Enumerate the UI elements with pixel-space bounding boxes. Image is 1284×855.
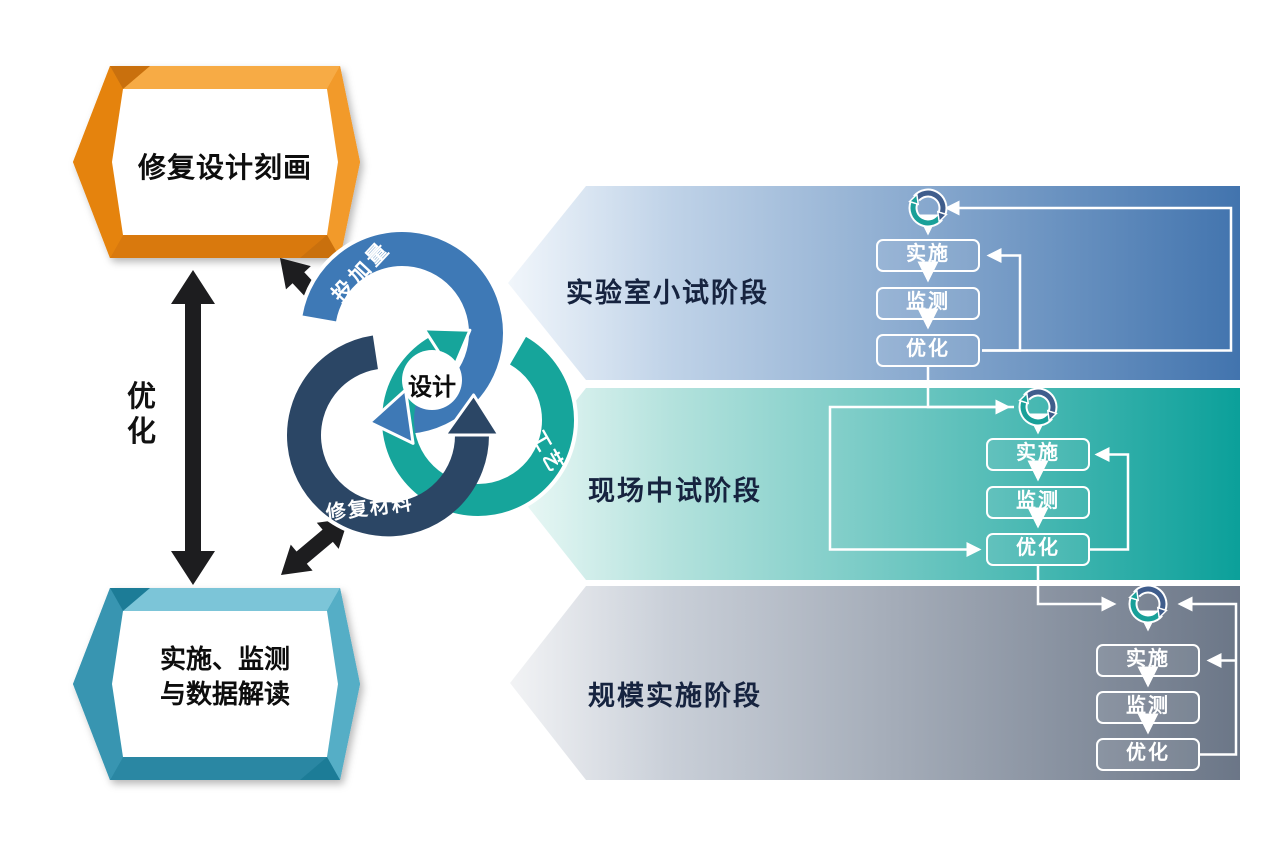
step-box-implement: 实施 — [986, 438, 1090, 471]
top-hexagon-box — [73, 66, 360, 258]
ring-material-arrowhead — [443, 393, 501, 437]
phase-label-lab: 实验室小试阶段 — [566, 278, 769, 308]
phase-band-scale — [510, 586, 1240, 780]
step-box-optimize: 优化 — [1096, 738, 1200, 771]
phase-label-pilot: 现场中试阶段 — [588, 476, 762, 506]
design-cycle — [283, 228, 578, 541]
step-box-implement: 实施 — [1096, 644, 1200, 677]
top-box-label: 修复设计刻画 — [137, 152, 312, 183]
ring-dosage-arrowhead — [368, 388, 415, 445]
cycle-center-disc — [402, 350, 462, 410]
bottom-box-label-line1: 实施、监测 — [159, 644, 290, 674]
optimize-double-arrow — [171, 270, 215, 585]
flow-lines-pilot — [828, 405, 1130, 612]
phase-label-scale: 规模实施阶段 — [588, 681, 762, 711]
ring-dosage — [302, 232, 503, 434]
flow-lines-scale — [1177, 596, 1238, 756]
bottom-diagonal-arrow — [281, 518, 349, 575]
step-box-implement: 实施 — [876, 239, 980, 272]
step-box-monitor: 监测 — [876, 287, 980, 320]
bottom-box-label-line2: 与数据解读 — [159, 679, 290, 709]
step-box-monitor: 监测 — [986, 486, 1090, 519]
step-box-optimize: 优化 — [986, 533, 1090, 566]
step-box-monitor: 监测 — [1096, 691, 1200, 724]
ring-material — [287, 335, 490, 537]
cycle-center-label: 设计 — [408, 374, 456, 401]
bottom-hexagon-box — [73, 588, 360, 780]
step-box-optimize: 优化 — [876, 334, 980, 367]
optimize-arrow-label: 优化 — [127, 381, 157, 448]
phase-band-pilot — [510, 388, 1240, 580]
phase-band-lab — [508, 186, 1240, 380]
